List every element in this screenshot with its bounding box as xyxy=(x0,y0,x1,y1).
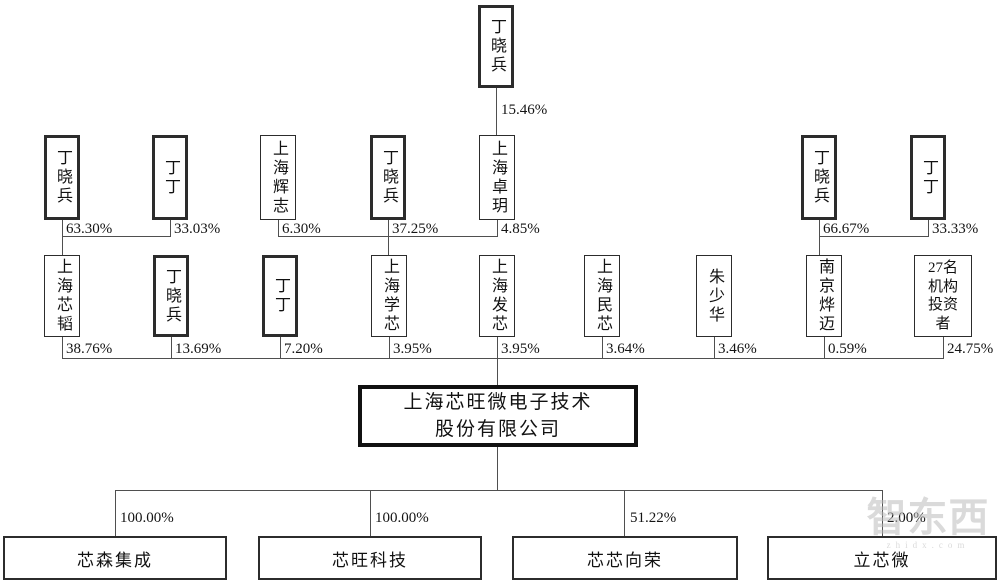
shareholder-name: 上海芯韬 xyxy=(54,258,71,334)
subsidiary-node-1: 芯旺科技 xyxy=(258,536,482,580)
ownership-pct-label: 100.00% xyxy=(120,510,174,526)
connector-line xyxy=(115,490,116,536)
connector-line xyxy=(819,236,820,255)
subsidiary-name: 立芯微 xyxy=(853,550,911,570)
ownership-pct-label: 3.46% xyxy=(718,341,757,357)
ownership-pct-label: 66.67% xyxy=(823,221,870,237)
level3-node-1: 丁晓兵 xyxy=(153,255,189,337)
connector-line xyxy=(943,337,944,358)
connector-line xyxy=(824,337,825,358)
connector-line xyxy=(170,220,171,236)
connector-line xyxy=(882,490,883,536)
connector-line xyxy=(819,220,820,236)
ownership-pct-label: 3.64% xyxy=(606,341,645,357)
subsidiary-name: 芯旺科技 xyxy=(332,550,408,570)
level2-node-1: 丁丁 xyxy=(152,135,188,220)
connector-line xyxy=(115,490,883,491)
connector-line xyxy=(280,337,281,358)
ownership-pct-label: 13.69% xyxy=(175,341,222,357)
ownership-pct-label: 37.25% xyxy=(392,221,439,237)
connector-line xyxy=(624,490,625,536)
shareholder-name: 丁丁 xyxy=(272,277,289,315)
connector-line xyxy=(497,337,498,358)
ownership-pct-label: 63.30% xyxy=(66,221,113,237)
connector-line xyxy=(714,337,715,358)
connector-line xyxy=(62,236,171,237)
connector-line xyxy=(62,337,63,358)
watermark-logo: 智东西 xyxy=(866,495,990,540)
top-shareholder-node: 丁晓兵 xyxy=(478,5,514,88)
connector-line xyxy=(62,236,63,255)
ownership-pct-label: 33.33% xyxy=(932,221,979,237)
connector-line xyxy=(388,236,389,255)
ownership-pct-label: 0.59% xyxy=(828,341,867,357)
connector-line xyxy=(497,358,498,385)
ownership-pct-label: 4.85% xyxy=(501,221,540,237)
shareholder-name: 丁丁 xyxy=(162,158,179,197)
connector-line xyxy=(497,220,498,236)
level2-node-0: 丁晓兵 xyxy=(44,135,80,220)
level2-node-4: 上海卓玥 xyxy=(479,135,515,220)
shareholder-name: 上海民芯 xyxy=(594,258,611,334)
subsidiary-node-3: 立芯微 xyxy=(767,536,997,580)
shareholder-name: 丁晓兵 xyxy=(380,149,397,206)
ownership-pct-label: 15.46% xyxy=(501,102,548,118)
connector-line xyxy=(496,88,497,135)
subsidiary-node-0: 芯森集成 xyxy=(3,536,227,580)
ownership-pct-label: 6.30% xyxy=(282,221,321,237)
level2-node-5: 丁晓兵 xyxy=(801,135,837,220)
company-name-line2: 股份有限公司 xyxy=(434,419,561,440)
connector-line xyxy=(389,337,390,358)
ownership-pct-label: 2.00% xyxy=(887,510,926,526)
shareholder-name: 丁晓兵 xyxy=(811,149,828,206)
subsidiary-name: 芯芯向荣 xyxy=(587,550,663,570)
level2-node-2: 上海辉志 xyxy=(260,135,296,220)
ownership-pct-label: 7.20% xyxy=(284,341,323,357)
level2-node-6: 丁丁 xyxy=(910,135,946,220)
level3-node-3: 上海学芯 xyxy=(371,255,407,337)
connector-line xyxy=(602,337,603,358)
connector-line xyxy=(62,220,63,236)
level3-node-8: 27名机构投资者 xyxy=(914,255,972,337)
shareholder-name: 上海学芯 xyxy=(381,258,398,334)
shareholder-name: 南京烨迈 xyxy=(816,258,833,334)
level3-node-0: 上海芯韬 xyxy=(44,255,80,337)
connector-line xyxy=(370,490,371,536)
ownership-pct-label: 33.03% xyxy=(174,221,221,237)
company-name-line1: 上海芯旺微电子技术 xyxy=(403,392,593,413)
connector-line xyxy=(62,358,944,359)
shareholder-name: 丁晓兵 xyxy=(163,267,180,325)
connector-line xyxy=(819,236,929,237)
ownership-pct-label: 51.22% xyxy=(630,510,677,526)
ownership-pct-label: 100.00% xyxy=(375,510,429,526)
ownership-pct-label: 24.75% xyxy=(947,341,994,357)
connector-line xyxy=(497,447,498,490)
level3-node-6: 朱少华 xyxy=(696,255,732,337)
ownership-pct-label: 3.95% xyxy=(501,341,540,357)
level2-node-3: 丁晓兵 xyxy=(370,135,406,220)
level3-node-2: 丁丁 xyxy=(262,255,298,337)
connector-line xyxy=(388,220,389,236)
shareholder-name: 上海辉志 xyxy=(270,139,287,216)
connector-line xyxy=(171,337,172,358)
shareholder-name: 朱少华 xyxy=(706,267,723,325)
ownership-pct-label: 3.95% xyxy=(393,341,432,357)
connector-line xyxy=(278,220,279,236)
shareholder-name: 上海卓玥 xyxy=(489,139,506,216)
shareholder-name: 丁晓兵 xyxy=(54,149,71,206)
subsidiary-name: 芯森集成 xyxy=(77,550,153,570)
ownership-pct-label: 38.76% xyxy=(66,341,113,357)
shareholder-name: 丁丁 xyxy=(920,158,937,197)
shareholder-name: 27名机构投资者 xyxy=(927,260,958,332)
shareholder-name: 上海发芯 xyxy=(489,258,506,334)
level3-node-5: 上海民芯 xyxy=(584,255,620,337)
company-node: 上海芯旺微电子技术 股份有限公司 xyxy=(358,385,638,447)
connector-line xyxy=(928,220,929,236)
level3-node-7: 南京烨迈 xyxy=(806,255,842,337)
subsidiary-node-2: 芯芯向荣 xyxy=(512,536,738,580)
level3-node-4: 上海发芯 xyxy=(479,255,515,337)
shareholder-name: 丁晓兵 xyxy=(488,18,505,75)
